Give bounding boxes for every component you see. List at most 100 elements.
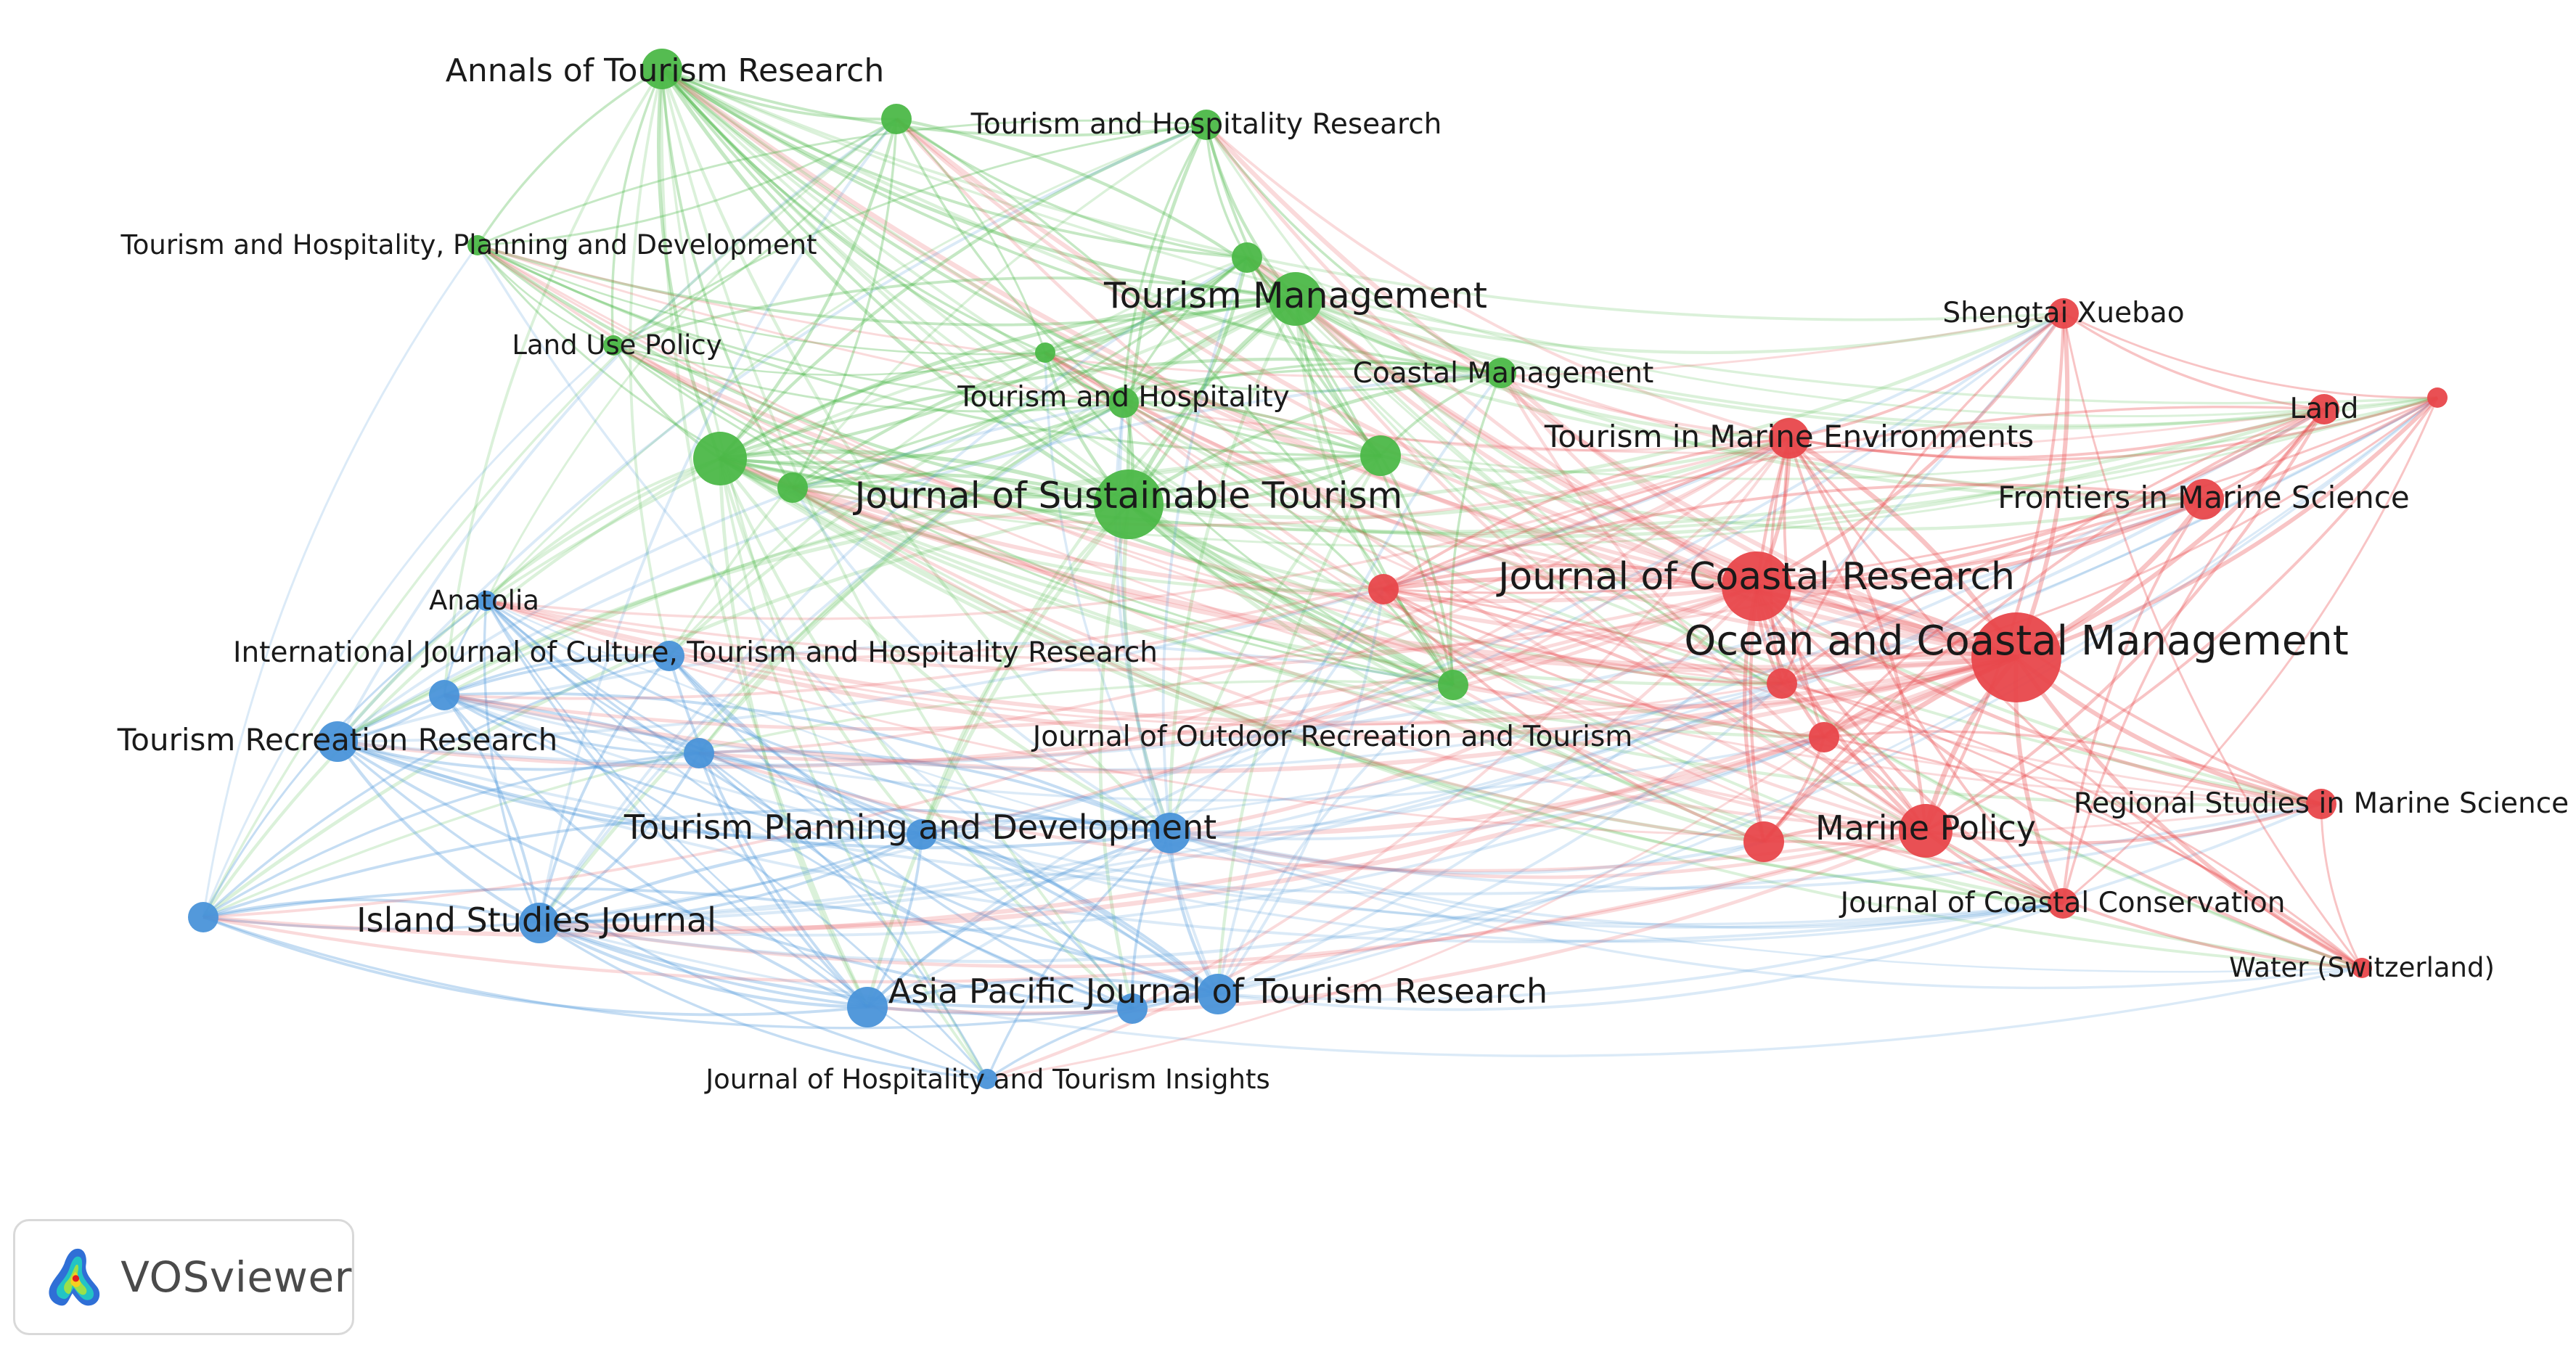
link-b_b-time (698, 437, 1790, 755)
node-isj[interactable] (519, 903, 560, 943)
link-tm-jort (1293, 298, 1455, 686)
node-label-ocm[interactable]: Ocean and Coastal Management (1684, 617, 2348, 665)
node-label-ijcthr[interactable]: International Journal of Culture, Touris… (233, 636, 1158, 669)
node-g_c[interactable] (881, 104, 912, 134)
link-apjtr-jhti (986, 993, 1219, 1080)
node-label-water[interactable]: Water (Switzerland) (2229, 952, 2495, 983)
link-g_d-mp (1246, 256, 1926, 832)
node-jhti[interactable] (977, 1069, 997, 1089)
node-cm[interactable] (1486, 358, 1516, 388)
node-label-fms[interactable]: Frontiers in Marine Science (1998, 480, 2409, 515)
node-label-lup[interactable]: Land Use Policy (512, 329, 721, 361)
link-thpd-b_c (202, 245, 479, 918)
link-anatolia-water (486, 599, 2363, 973)
node-th[interactable] (1035, 342, 1055, 363)
link-b_b-jcc (698, 752, 2064, 929)
node-label-tm[interactable]: Tourism Management (1103, 275, 1487, 316)
node-label-land[interactable]: Land (2289, 393, 2358, 425)
node-r_e[interactable] (2427, 387, 2448, 408)
link-jort-g_e (1379, 455, 1455, 686)
node-anatolia[interactable] (476, 591, 496, 611)
node-ijcthr[interactable] (654, 641, 684, 671)
link-tpd-b_a (443, 692, 1171, 834)
node-sx[interactable] (2048, 298, 2079, 329)
node-fms[interactable] (2183, 479, 2224, 520)
node-apjtr[interactable] (1198, 974, 1238, 1014)
node-r_c[interactable] (1809, 722, 1839, 752)
node-land[interactable] (2309, 394, 2339, 424)
node-thpd[interactable] (467, 235, 488, 255)
link-time-sx (1788, 312, 2065, 440)
node-tm[interactable] (1269, 272, 1322, 326)
node-g_d[interactable] (1232, 242, 1262, 273)
link-b_a-b_b (443, 694, 700, 755)
node-b_f[interactable] (907, 819, 937, 850)
link-g_a-g_c (719, 118, 899, 460)
node-r_d[interactable] (1767, 668, 1797, 699)
node-b_b[interactable] (684, 738, 714, 768)
node-g_a[interactable] (693, 432, 747, 485)
node-label-isj[interactable]: Island Studies Journal (356, 900, 716, 940)
link-mp-r_a (1383, 587, 1927, 832)
link-tpd-r_b (1169, 831, 1765, 875)
node-b_a[interactable] (429, 680, 459, 710)
node-g_e[interactable] (1360, 435, 1401, 476)
link-b_a-ocm (443, 655, 2017, 774)
node-jort[interactable] (1438, 670, 1468, 700)
link-mp-time (1788, 437, 1928, 832)
node-label-jort[interactable]: Journal of Outdoor Recreation and Touris… (1031, 721, 1633, 753)
node-b_d[interactable] (847, 987, 888, 1027)
node-r_a[interactable] (1368, 574, 1399, 604)
node-jcr[interactable] (1722, 551, 1791, 621)
node-label-sx[interactable]: Shengtai Xuebao (1942, 297, 2184, 329)
link-th-g_c (895, 118, 1047, 353)
link-anatolia-tpd (486, 599, 1171, 834)
node-label-cm[interactable]: Coastal Management (1353, 357, 1654, 390)
link-g_d-tpd (1161, 257, 1248, 834)
node-label-thpd[interactable]: Tourism and Hospitality, Planning and De… (120, 229, 817, 260)
link-b_f-time (921, 437, 1791, 836)
node-label-jcc[interactable]: Journal of Coastal Conservation (1839, 887, 2286, 919)
node-label-annals[interactable]: Annals of Tourism Research (446, 52, 884, 89)
node-tpd[interactable] (1150, 813, 1190, 853)
link-anatolia-fms (486, 498, 2204, 661)
node-label-thr[interactable]: Tourism and Hospitality Research (970, 108, 1442, 141)
node-r_b[interactable] (1743, 821, 1784, 862)
node-label-apjtr[interactable]: Asia Pacific Journal of Tourism Research (888, 972, 1547, 1011)
link-th-rsms (1044, 351, 2322, 805)
node-rsms[interactable] (2306, 789, 2336, 819)
link-jcr-fms (1756, 497, 2205, 589)
node-ocm[interactable] (1971, 612, 2061, 702)
node-b_e[interactable] (1117, 993, 1148, 1024)
node-jst[interactable] (1094, 469, 1164, 539)
link-g_a-trr (336, 456, 721, 743)
node-b_c[interactable] (188, 902, 218, 932)
node-time[interactable] (1769, 418, 1810, 459)
link-annals-jst (660, 67, 1130, 506)
node-trr[interactable] (317, 721, 358, 762)
node-jcc[interactable] (2048, 888, 2078, 919)
node-label-jhti[interactable]: Journal of Hospitality and Tourism Insig… (704, 1064, 1270, 1095)
node-label-trr[interactable]: Tourism Recreation Research (117, 722, 558, 758)
node-water[interactable] (2352, 958, 2372, 978)
node-g_b[interactable] (777, 472, 808, 503)
link-jort-g_f (1123, 401, 1455, 686)
link-g_b-g_c (791, 118, 898, 488)
node-lup[interactable] (603, 335, 623, 356)
node-label-jst[interactable]: Journal of Sustainable Tourism (853, 475, 1403, 517)
link-cm-jcr (1500, 372, 1758, 588)
node-label-time[interactable]: Tourism in Marine Environments (1544, 419, 2034, 454)
link-g_d-g_f (1122, 256, 1248, 403)
node-label-th[interactable]: Tourism and Hospitality (957, 381, 1289, 414)
app-name: VOSviewer (120, 1252, 352, 1302)
node-thr[interactable] (1191, 110, 1222, 140)
node-label-jcr[interactable]: Journal of Coastal Research (1496, 555, 2015, 599)
link-tm-land (1295, 297, 2325, 430)
node-label-tpd[interactable]: Tourism Planning and Development (623, 808, 1217, 847)
node-label-rsms[interactable]: Regional Studies in Marine Science (2074, 787, 2569, 820)
node-g_f[interactable] (1108, 387, 1139, 418)
node-annals[interactable] (642, 49, 682, 89)
node-label-anatolia[interactable]: Anatolia (429, 585, 539, 616)
node-label-mp[interactable]: Marine Policy (1815, 808, 2036, 848)
node-mp[interactable] (1899, 804, 1953, 858)
